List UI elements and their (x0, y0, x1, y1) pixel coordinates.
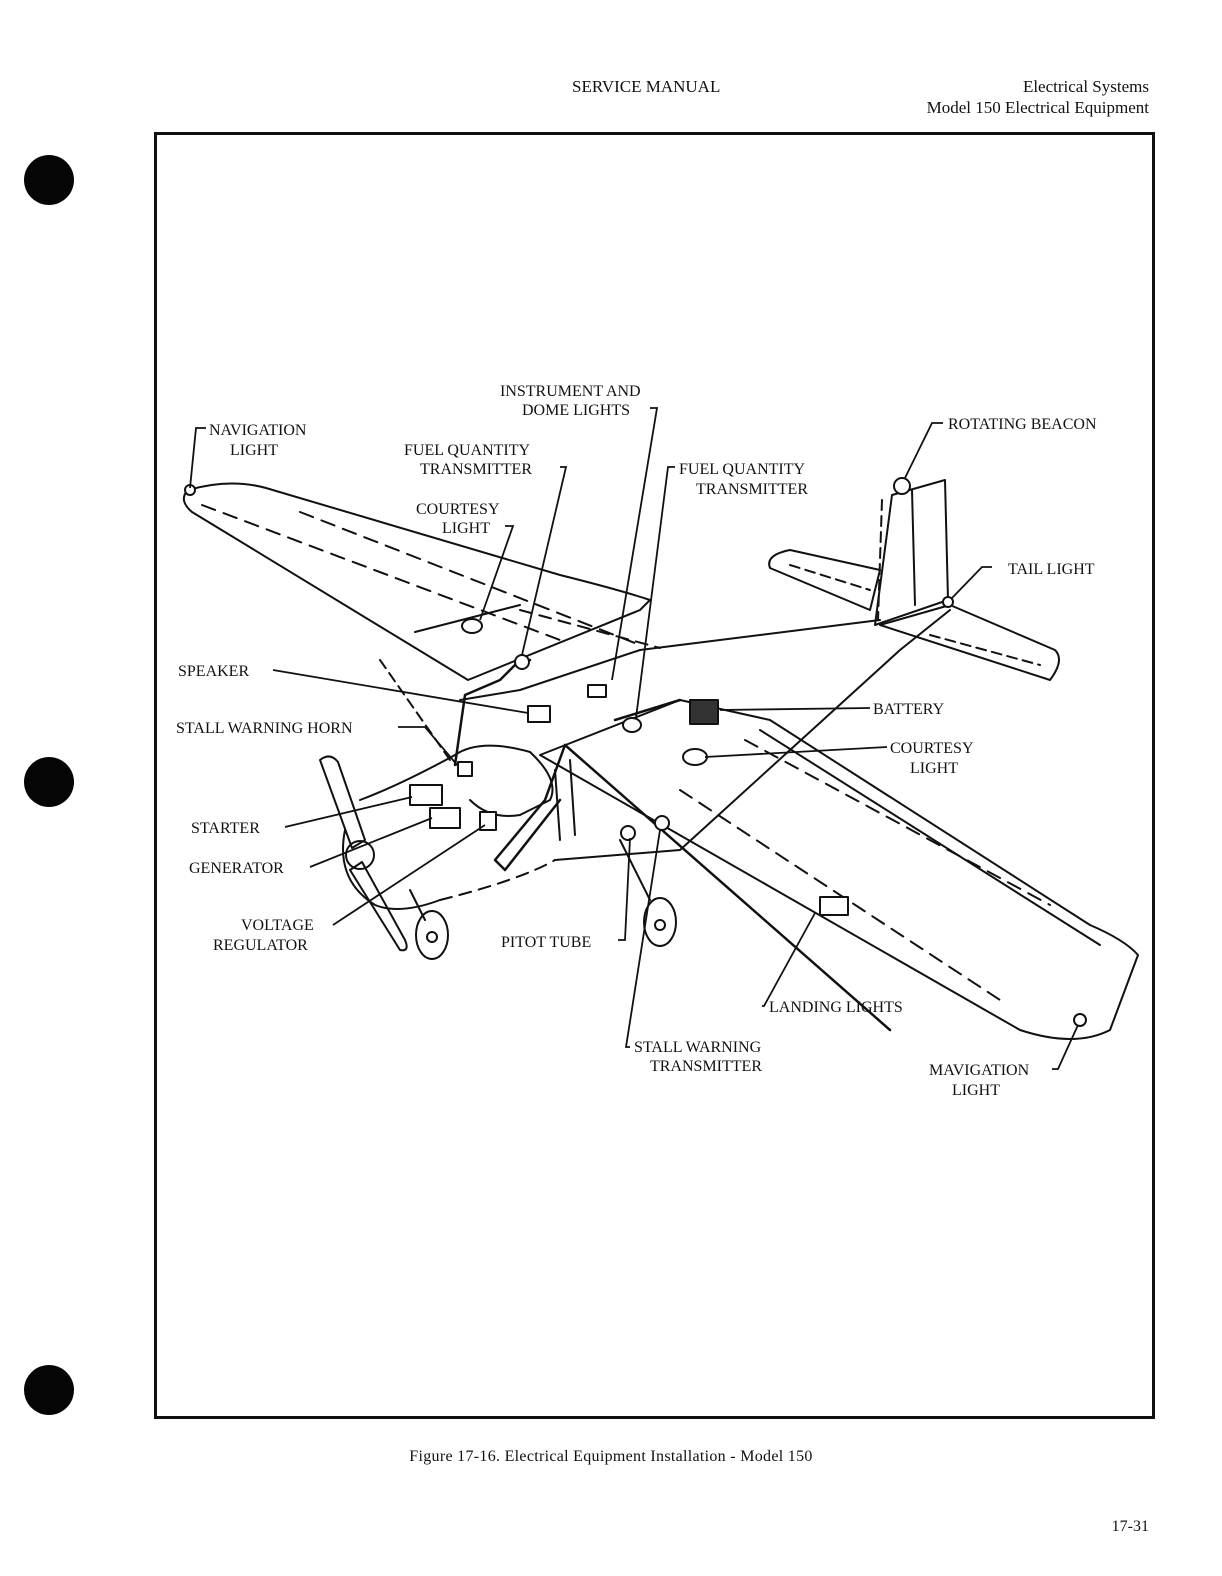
label-navigation-light-1: NAVIGATION (209, 422, 307, 439)
right-wing-trailing (759, 729, 1101, 946)
stall-warning-horn (457, 761, 473, 777)
left-wing-dashed (201, 504, 561, 641)
header-right: Electrical Systems Model 150 Electrical … (927, 76, 1149, 118)
label-stall-transmitter-1: STALL WARNING (634, 1039, 762, 1056)
tail-light (942, 596, 954, 608)
fuel-transmitter-right (587, 684, 607, 698)
right-wing (539, 699, 1139, 1040)
label-instrument-1: INSTRUMENT AND (500, 383, 641, 400)
label-tail-light: TAIL LIGHT (1008, 561, 1095, 578)
spinner (345, 840, 375, 870)
cowling (454, 744, 554, 817)
label-courtesy-right-1: COURTESY (890, 740, 974, 757)
header-subsection-title: Model 150 Electrical Equipment (926, 98, 1149, 117)
fuselage-belly-dashed (439, 859, 556, 901)
label-fuel-right-2: TRANSMITTER (696, 481, 808, 498)
label-pitot-tube: PITOT TUBE (501, 934, 591, 951)
battery-box (689, 699, 719, 725)
page-number: 17-31 (1111, 1518, 1149, 1535)
fin-rudder-line (911, 489, 916, 606)
label-instrument-2: DOME LIGHTS (522, 402, 630, 419)
left-wing (182, 482, 651, 681)
label-landing-lights: LANDING LIGHTS (769, 999, 903, 1016)
right-wing-dashed (744, 739, 1051, 906)
starter-motor (409, 784, 443, 806)
label-speaker: SPEAKER (178, 663, 249, 680)
main-wheel (643, 897, 677, 947)
main-gear-strut (619, 839, 651, 901)
label-stall-horn: STALL WARNING HORN (176, 720, 353, 737)
pitot-tube (620, 825, 636, 841)
fuselage-dashed (519, 609, 661, 649)
label-fuel-left-2: TRANSMITTER (420, 461, 532, 478)
nose-wheel-hub (426, 931, 438, 943)
left-wing-dashed-2 (299, 511, 641, 646)
fuel-transmitter-right-2 (622, 717, 642, 733)
fin-dashed (877, 499, 883, 621)
figure-caption: Figure 17-16. Electrical Equipment Insta… (409, 1448, 813, 1465)
propeller-upper (319, 755, 366, 849)
propeller-lower (349, 861, 408, 952)
vertical-fin (874, 479, 949, 626)
label-starter: STARTER (191, 820, 260, 837)
left-stabilizer-dashed (789, 564, 871, 591)
main-wheel-hub (654, 919, 666, 931)
fuselage-top (459, 619, 881, 701)
binder-hole-bottom (24, 1365, 74, 1415)
label-mavigation-2: LIGHT (952, 1082, 1000, 1099)
right-wing-dashed-2 (679, 789, 1001, 1001)
header-center: SERVICE MANUAL (572, 77, 721, 96)
nav-light-right (1073, 1013, 1087, 1027)
wiring-harness-wing (563, 743, 892, 1032)
binder-hole-top (24, 155, 74, 205)
courtesy-light-right (682, 748, 708, 766)
wiring-harness-battery (613, 698, 682, 722)
label-mavigation-1: MAVIGATION (929, 1062, 1030, 1079)
label-navigation-light-2: LIGHT (230, 442, 278, 459)
cowling-side (359, 754, 456, 801)
instrument-light (514, 654, 530, 670)
label-courtesy-right-2: LIGHT (910, 760, 958, 777)
cowling-front (342, 829, 441, 910)
label-stall-transmitter-2: TRANSMITTER (650, 1058, 762, 1075)
label-voltage-1: VOLTAGE (241, 917, 314, 934)
right-stabilizer (879, 604, 1060, 681)
nose-wheel (415, 910, 449, 960)
figure-frame (154, 132, 1155, 1419)
label-fuel-right-1: FUEL QUANTITY (679, 461, 806, 478)
landing-lights-unit (819, 896, 849, 916)
speaker-unit (527, 705, 551, 723)
label-courtesy-left-1: COURTESY (416, 501, 500, 518)
left-stabilizer (768, 549, 881, 611)
label-voltage-2: REGULATOR (213, 937, 308, 954)
leader-lines (189, 407, 1079, 1070)
right-stabilizer-dashed (929, 634, 1041, 666)
callout-labels: NAVIGATION LIGHT INSTRUMENT AND DOME LIG… (176, 383, 1097, 1099)
label-rotating-beacon: ROTATING BEACON (948, 416, 1097, 433)
courtesy-light-left (461, 618, 483, 634)
label-courtesy-left-2: LIGHT (442, 520, 490, 537)
fuselage-bottom (554, 609, 951, 861)
aircraft-drawing (182, 477, 1139, 1040)
label-generator: GENERATOR (189, 860, 284, 877)
label-battery: BATTERY (873, 701, 945, 718)
rotating-beacon (893, 477, 911, 495)
label-fuel-left-1: FUEL QUANTITY (404, 442, 531, 459)
wiring-harness-forward (493, 743, 567, 872)
generator-unit (429, 807, 461, 829)
header-section-title: Electrical Systems (1022, 77, 1149, 96)
binder-hole-middle (24, 757, 74, 807)
right-wing-strut-2 (569, 759, 576, 836)
left-wing-root (414, 604, 521, 633)
stall-transmitter (654, 815, 670, 831)
